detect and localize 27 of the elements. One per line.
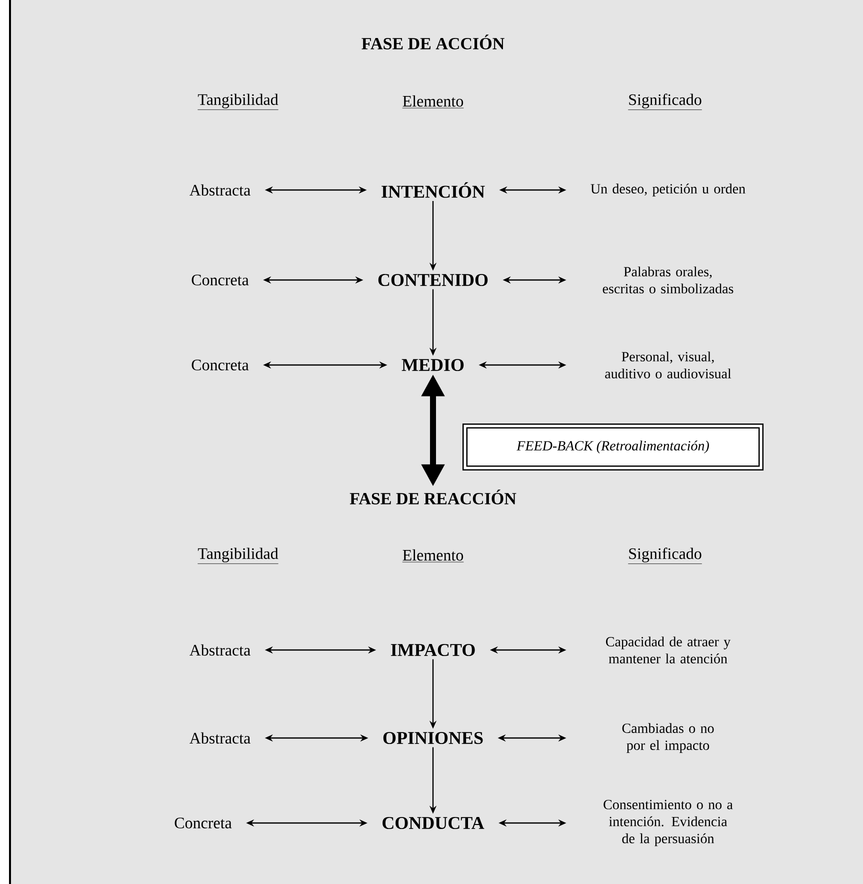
description-text: Cambiadas o no por el impacto bbox=[622, 723, 714, 753]
element-name: OPINIONES bbox=[383, 732, 483, 744]
plain-text: Concreta bbox=[174, 818, 232, 828]
plain-text: Abstracta bbox=[190, 184, 250, 196]
plain-text: Concreta bbox=[192, 274, 249, 286]
feedback-box: FEED-BACK (Retroalimentación) bbox=[462, 423, 764, 471]
plain-text: Abstracta bbox=[190, 644, 250, 656]
element-name: IMPACTO bbox=[390, 644, 475, 656]
element-name: CONDUCTA bbox=[382, 816, 484, 830]
title: FASE DE ACCIÓN bbox=[362, 34, 504, 50]
column-header: Elemento bbox=[402, 95, 464, 108]
description-text: Capacidad de atraer y mantener la atención bbox=[606, 636, 731, 664]
description-text: Un deseo, petición u orden bbox=[590, 184, 746, 196]
description-text: Palabras orales, escritas o simbolizadas bbox=[602, 266, 734, 294]
element-name: CONTENIDO bbox=[378, 274, 488, 286]
description-text: Consentimiento o no a intención. Evidencia de la persuasión bbox=[604, 800, 733, 846]
element-name: INTENCIÓN bbox=[382, 182, 485, 198]
plain-text: Concreta bbox=[192, 360, 249, 370]
column-header: Significado bbox=[628, 548, 702, 564]
column-header: Elemento bbox=[402, 549, 464, 562]
element-name: MEDIO bbox=[402, 358, 464, 372]
column-header: Significado bbox=[628, 94, 702, 110]
plain-text: Abstracta bbox=[190, 732, 250, 744]
column-header: Tangibilidad bbox=[197, 548, 279, 564]
section-heading: FASE DE REACCIÓN bbox=[350, 490, 516, 504]
description-text: Personal, visual, auditivo o audiovisual bbox=[605, 352, 732, 378]
column-header: Tangibilidad bbox=[197, 94, 279, 110]
